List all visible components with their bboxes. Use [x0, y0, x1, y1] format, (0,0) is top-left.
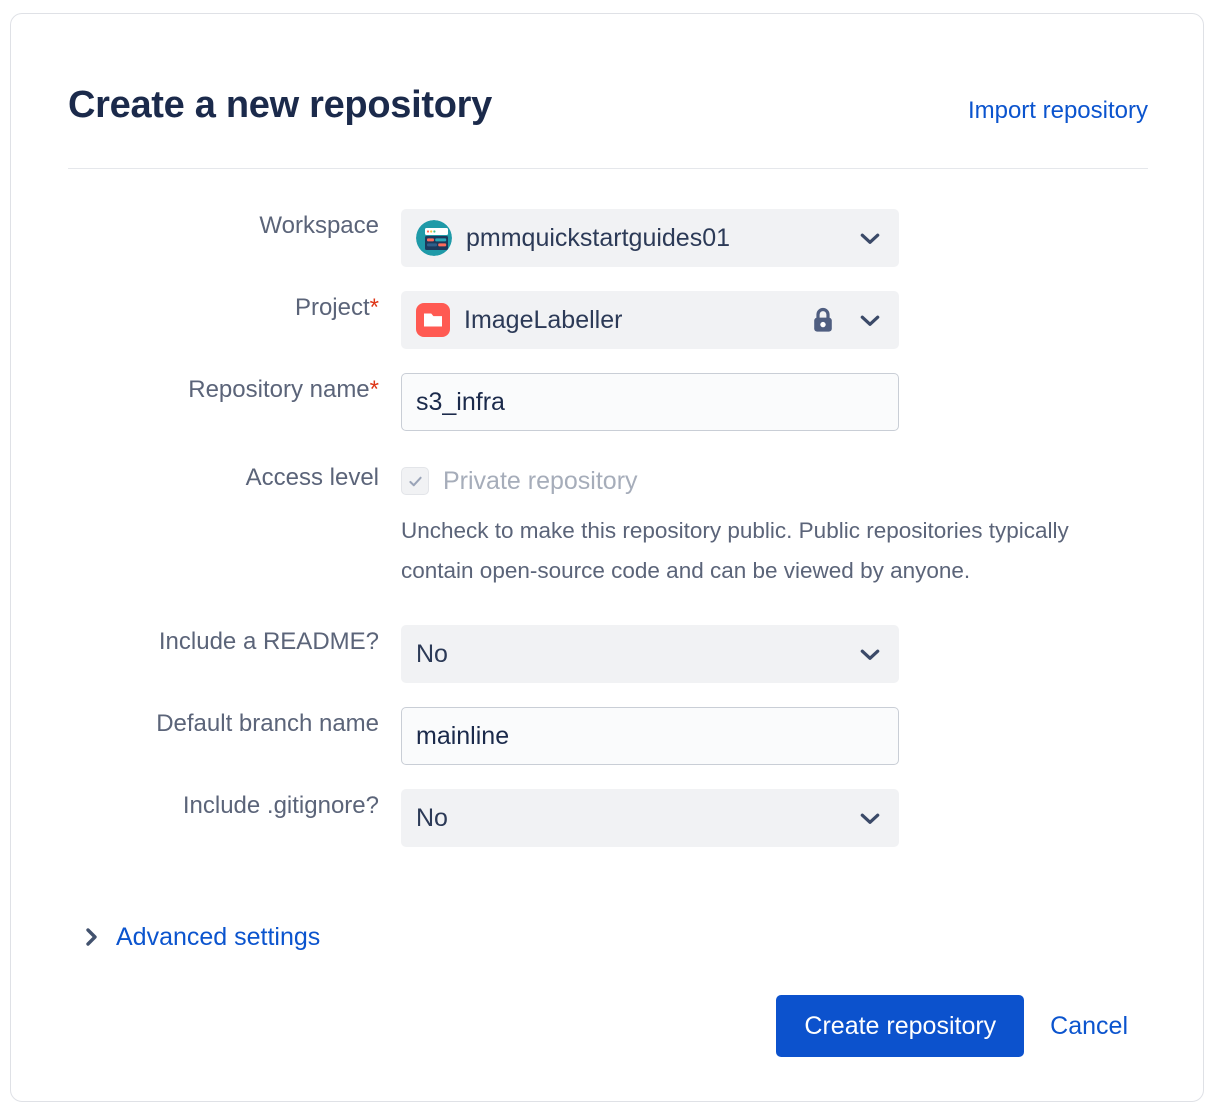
- default-branch-field: mainline: [401, 707, 899, 765]
- lock-icon: [810, 305, 836, 335]
- project-label-text: Project: [294, 294, 370, 321]
- chevron-down-icon: [860, 812, 880, 824]
- include-readme-select[interactable]: No: [401, 625, 899, 683]
- access-level-field: Private repository Uncheck to make this …: [401, 461, 1073, 591]
- chevron-down-icon: [860, 648, 880, 660]
- default-branch-label: Default branch name: [156, 710, 379, 737]
- private-repository-checkbox-row[interactable]: Private repository: [401, 461, 1073, 501]
- chevron-down-icon: [860, 232, 880, 244]
- form-row-workspace: Workspace: [68, 209, 1148, 267]
- repository-name-input[interactable]: s3_infra: [401, 373, 899, 431]
- repository-name-label-text: Repository name: [188, 376, 370, 403]
- project-select[interactable]: ImageLabeller: [401, 291, 899, 349]
- advanced-settings-toggle[interactable]: Advanced settings: [85, 922, 320, 952]
- chevron-right-icon: [85, 927, 99, 947]
- required-asterisk: *: [369, 376, 379, 403]
- page-title: Create a new repository: [68, 84, 492, 126]
- form-row-include-readme: Include a README? No: [68, 625, 1148, 683]
- chevron-down-icon: [860, 314, 880, 326]
- workspace-value: pmmquickstartguides01: [466, 224, 731, 252]
- form-row-project: Project* ImageLabeller: [68, 291, 1148, 349]
- include-readme-value: No: [416, 640, 448, 668]
- advanced-settings-label: Advanced settings: [116, 923, 321, 951]
- default-branch-input[interactable]: mainline: [401, 707, 899, 765]
- include-readme-label: Include a README?: [158, 628, 379, 655]
- workspace-avatar-icon: [416, 220, 452, 256]
- create-repository-card: Create a new repository Import repositor…: [10, 13, 1204, 1102]
- include-gitignore-value: No: [416, 804, 448, 832]
- project-value: ImageLabeller: [464, 306, 623, 334]
- card-header: Create a new repository Import repositor…: [68, 74, 1148, 169]
- form-actions: Create repository Cancel: [776, 995, 1134, 1057]
- include-gitignore-select[interactable]: No: [401, 789, 899, 847]
- access-level-help-text: Uncheck to make this repository public. …: [401, 518, 1069, 583]
- include-readme-field: No: [401, 625, 899, 683]
- cancel-button[interactable]: Cancel: [1044, 1012, 1134, 1041]
- form-row-default-branch: Default branch name mainline: [68, 707, 1148, 765]
- repository-name-value: s3_infra: [416, 388, 505, 416]
- include-gitignore-label: Include .gitignore?: [182, 792, 379, 819]
- project-field: ImageLabeller: [401, 291, 899, 349]
- checkmark-icon: [408, 476, 422, 486]
- workspace-field: pmmquickstartguides01: [401, 209, 899, 267]
- include-gitignore-field: No: [401, 789, 899, 847]
- private-repository-label: Private repository: [443, 467, 638, 495]
- required-asterisk: *: [369, 294, 379, 321]
- project-label: Project*: [68, 291, 401, 325]
- repository-name-field: s3_infra: [401, 373, 899, 431]
- repository-form: Workspace: [68, 209, 1148, 847]
- create-repository-button[interactable]: Create repository: [776, 995, 1025, 1057]
- private-repository-checkbox[interactable]: [401, 467, 429, 495]
- project-folder-icon: [416, 303, 450, 337]
- form-row-access-level: Access level Private repository Uncheck …: [68, 461, 1148, 591]
- form-row-include-gitignore: Include .gitignore? No: [68, 789, 1148, 847]
- workspace-select[interactable]: pmmquickstartguides01: [401, 209, 899, 267]
- default-branch-value: mainline: [416, 722, 510, 750]
- form-row-repository-name: Repository name* s3_infra: [68, 373, 1148, 431]
- import-repository-link[interactable]: Import repository: [967, 97, 1148, 124]
- access-level-label: Access level: [245, 464, 379, 491]
- workspace-label: Workspace: [259, 212, 379, 239]
- repository-name-label: Repository name*: [68, 373, 401, 407]
